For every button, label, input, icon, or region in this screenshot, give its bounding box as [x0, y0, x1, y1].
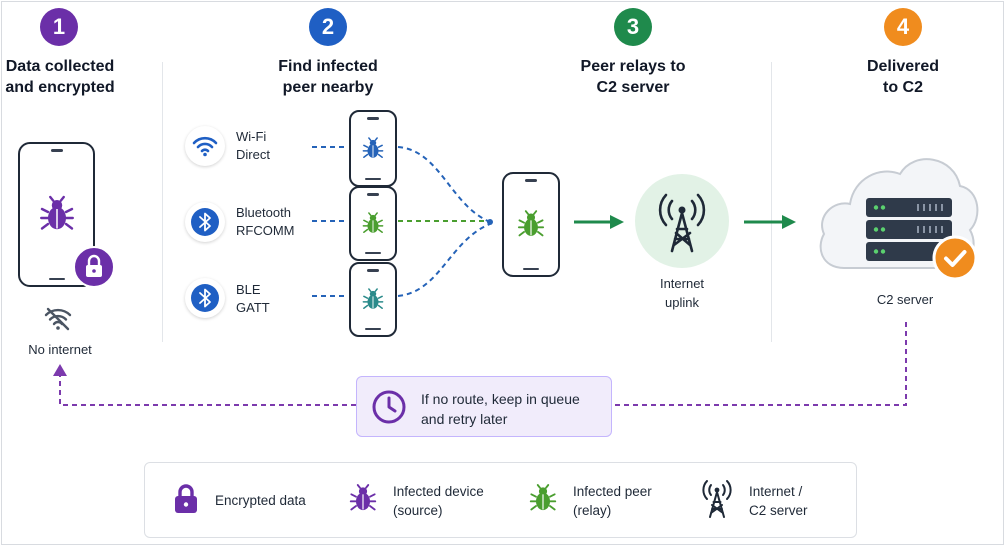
divider-2: [771, 62, 772, 342]
internet-uplink-label-line1: Internet: [659, 276, 705, 291]
hub-dot: [487, 219, 493, 225]
step-3-title: Peer relays to C2 server: [543, 56, 723, 98]
no-internet-label: No internet: [28, 342, 92, 357]
relay-to-uplink-arrow: [574, 215, 624, 229]
bug-icon: [362, 136, 384, 158]
step-1-title-line1: Data collected: [5, 58, 115, 75]
source-phone: [18, 142, 95, 287]
legend-infected-peer: Infected peer (relay): [573, 482, 652, 520]
phone-notch: [367, 269, 379, 272]
legend: Encrypted data Infected device (source) …: [144, 462, 857, 538]
peer-phone-bluetooth: [349, 186, 397, 261]
step-4-title: Delivered to C2: [813, 56, 993, 98]
wifi-direct-label-line2: Direct: [236, 147, 270, 162]
retry-arrow-head: [53, 364, 67, 376]
phone-home-bar: [523, 268, 539, 270]
step-4-title-line1: Delivered: [866, 58, 940, 75]
ble-gatt-label-line2: GATT: [236, 300, 270, 315]
bluetooth-rfcomm-label: Bluetooth RFCOMM: [236, 204, 295, 240]
wifi-direct-channel: [185, 126, 225, 166]
legend-infected-peer-line2: (relay): [573, 503, 612, 518]
step-3-title-line1: Peer relays to: [580, 58, 686, 75]
step-4-title-line2: to C2: [883, 79, 923, 96]
peer-phone-ble: [349, 262, 397, 337]
clock-icon: [372, 390, 406, 424]
step-1-title-line2: and encrypted: [5, 79, 115, 96]
antenna-icon: [635, 174, 729, 268]
retry-queue-text-line2: and retry later: [421, 411, 508, 427]
phone-home-bar: [365, 328, 381, 330]
peer-phone-wifi: [349, 110, 397, 187]
ble-gatt-label-line1: BLE: [236, 282, 261, 297]
bluetooth-rfcomm-channel: [185, 202, 225, 242]
uplink-to-server-arrow: [744, 215, 796, 229]
c2-server-label: C2 server: [876, 292, 934, 307]
phone-notch: [367, 193, 379, 196]
legend-encrypted-data-line1: Encrypted data: [215, 493, 306, 508]
phone-home-bar: [365, 178, 381, 180]
phone-home-bar: [48, 278, 65, 280]
bug-icon: [362, 287, 384, 309]
phone-notch: [367, 117, 379, 120]
checkmark-badge-icon: [932, 235, 978, 281]
phone-notch: [525, 179, 537, 182]
relay-phone: [502, 172, 560, 277]
divider-1: [162, 62, 163, 342]
bug-icon: [517, 209, 545, 236]
lock-badge-icon: [73, 246, 115, 288]
no-wifi-icon: [44, 307, 72, 331]
wifi-peer-to-hub-line: [397, 146, 491, 223]
ble-gatt-label: BLE GATT: [236, 281, 270, 317]
internet-uplink-label: Internet uplink: [632, 274, 732, 312]
wifi-icon: [192, 136, 218, 157]
legend-infected-peer-line1: Infected peer: [573, 484, 652, 499]
phone-notch: [50, 149, 63, 152]
bluetooth-icon: [191, 208, 219, 236]
bug-icon: [362, 211, 384, 233]
wifi-direct-label: Wi-Fi Direct: [236, 128, 270, 164]
phone-home-bar: [365, 252, 381, 254]
step-2-title-line2: peer nearby: [282, 79, 374, 96]
legend-internet-c2: Internet / C2 server: [749, 482, 808, 520]
ble-peer-to-hub-line: [397, 223, 491, 297]
bluetooth-rfcomm-label-line2: RFCOMM: [236, 223, 295, 238]
retry-loop-line: [59, 322, 907, 406]
wifi-direct-label-line1: Wi-Fi: [236, 129, 267, 144]
ble-gatt-channel: [185, 278, 225, 318]
bluetooth-icon: [191, 284, 219, 312]
step-2-title-line1: Find infected: [278, 58, 378, 75]
step-1-badge: 1: [40, 8, 78, 46]
retry-queue-text-line1: If no route, keep in queue: [421, 391, 580, 407]
step-3-title-line2: C2 server: [596, 79, 670, 96]
internet-uplink-label-line2: uplink: [665, 295, 699, 310]
legend-infected-device: Infected device (source): [393, 482, 484, 520]
antenna-icon: [702, 480, 732, 518]
step-2-badge: 2: [309, 8, 347, 46]
step-4-badge: 4: [884, 8, 922, 46]
legend-infected-device-line2: (source): [393, 503, 443, 518]
bug-icon: [529, 484, 557, 511]
legend-internet-c2-line1: Internet /: [749, 484, 803, 499]
legend-internet-c2-line2: C2 server: [749, 503, 808, 518]
step-1-title: Data collected and encrypted: [0, 56, 150, 98]
lock-icon: [175, 484, 197, 513]
server-rack: [866, 198, 952, 261]
bluetooth-rfcomm-label-line1: Bluetooth: [236, 205, 291, 220]
legend-encrypted-data: Encrypted data: [215, 491, 306, 510]
legend-infected-device-line1: Infected device: [393, 484, 484, 499]
c2-server-icon: [819, 158, 979, 269]
step-3-badge: 3: [614, 8, 652, 46]
retry-queue-box: If no route, keep in queue and retry lat…: [356, 376, 612, 437]
step-2-title: Find infected peer nearby: [238, 56, 418, 98]
bug-icon: [349, 484, 377, 511]
bug-icon: [39, 195, 74, 230]
retry-queue-text: If no route, keep in queue and retry lat…: [421, 389, 580, 429]
